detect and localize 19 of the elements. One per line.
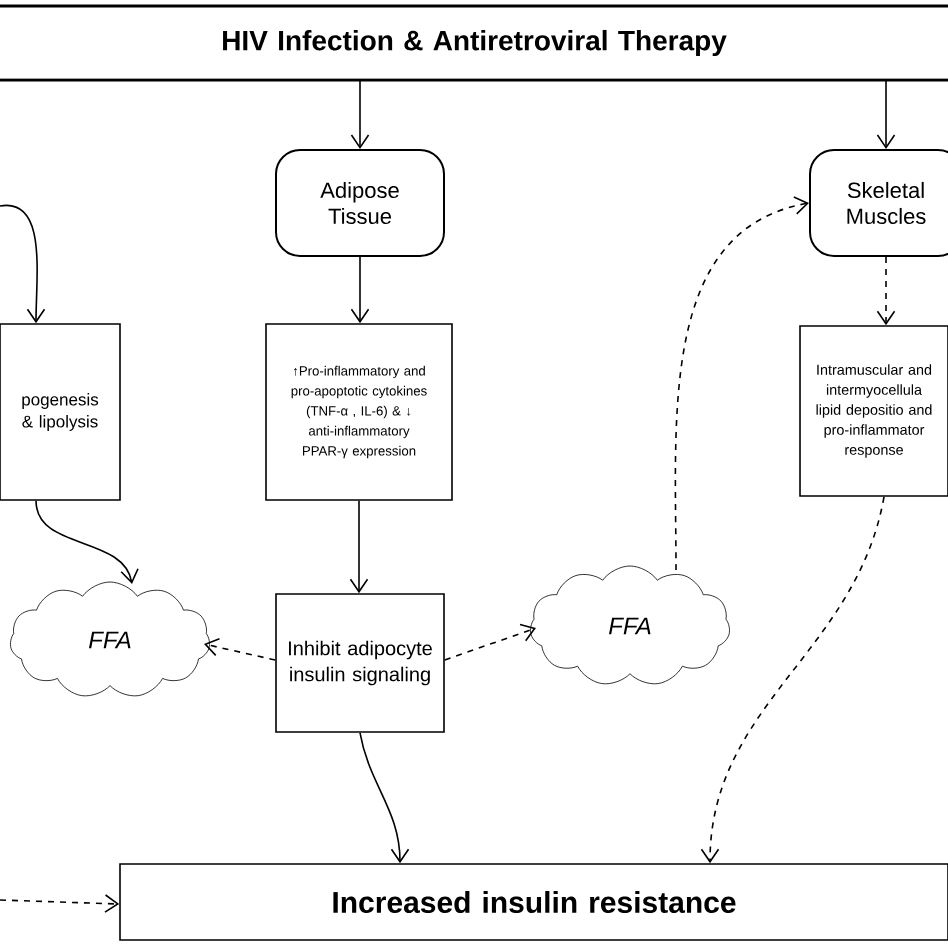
arrow	[204, 637, 276, 661]
arrow	[0, 894, 120, 913]
text-box: Inhibit adipocyte insulin signaling	[275, 593, 445, 733]
arrow	[349, 500, 369, 594]
arrow	[35, 500, 139, 584]
arrow	[0, 204, 46, 324]
text-box: Increased insulin resistance	[119, 863, 948, 941]
arrow	[700, 496, 885, 864]
arrow	[444, 623, 536, 661]
text-box: pogenesis & lipolysis	[0, 323, 121, 501]
arrow	[674, 196, 809, 571]
arrow	[359, 732, 410, 864]
title-band: HIV Infection & Antiretroviral Therapy	[0, 4, 948, 82]
arrow	[876, 79, 896, 149]
rounded-box: Skeletal Muscles	[809, 149, 948, 257]
arrow	[350, 256, 370, 324]
arrow	[876, 256, 896, 326]
rounded-box: Adipose Tissue	[275, 149, 445, 257]
arrow	[350, 79, 370, 149]
